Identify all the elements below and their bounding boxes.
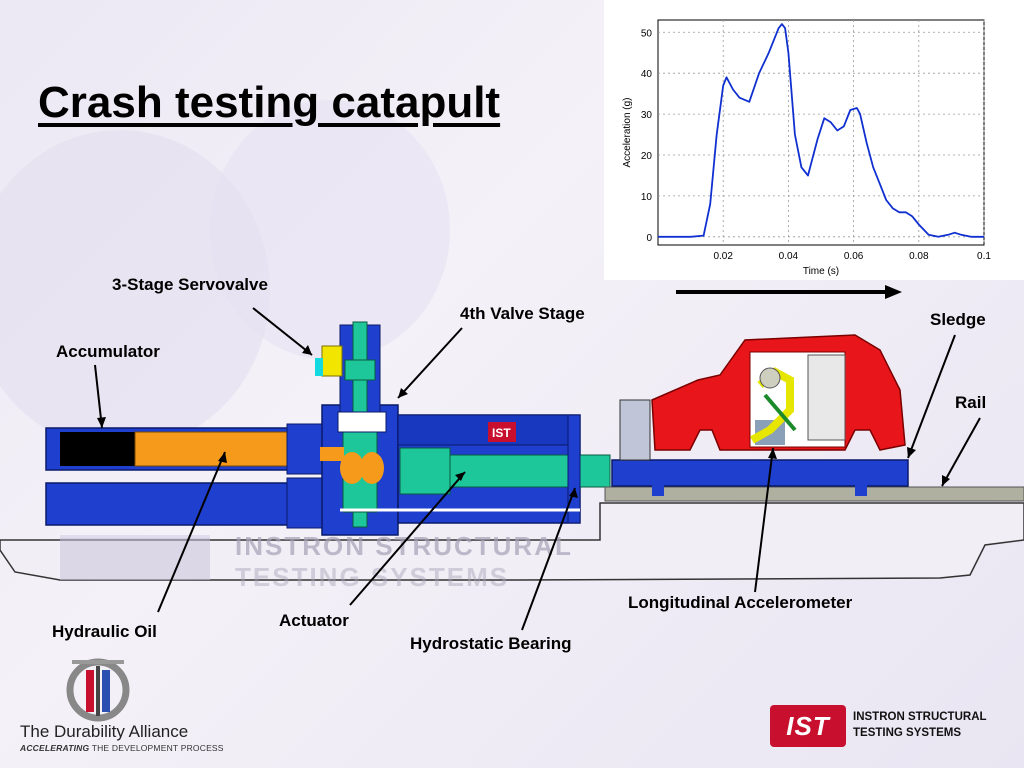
label-actuator: Actuator	[279, 611, 349, 630]
car-door-window	[807, 354, 846, 441]
tagline-rest: THE DEVELOPMENT PROCESS	[89, 743, 224, 753]
crash-barrier	[619, 399, 651, 461]
ist-badge-text: IST	[492, 426, 511, 440]
arrowhead-accelerometer	[768, 448, 777, 459]
company-name-line2: TESTING SYSTEMS	[853, 727, 961, 739]
leader-bearing	[521, 487, 576, 631]
arrowhead-sledge	[907, 447, 916, 458]
alliance-name: The Durability Alliance	[20, 722, 189, 741]
label-rail: Rail	[955, 393, 987, 412]
y-tick-label: 40	[641, 69, 653, 80]
leader-accumulator	[94, 364, 103, 429]
tagline-bold: ACCELERATING	[20, 743, 90, 753]
valve-port-left	[340, 452, 364, 484]
y-axis-label: Acceleration (g)	[622, 97, 633, 167]
sledge-wheel-right	[855, 484, 867, 496]
arrowhead-fourth-valve	[398, 388, 408, 398]
label-accumulator: Accumulator	[56, 342, 160, 361]
arrowhead-servovalve	[302, 345, 312, 355]
y-tick-label: 10	[641, 192, 653, 203]
x-tick-label: 0.04	[779, 251, 799, 262]
alliance-tagline: ACCELERATING THE DEVELOPMENT PROCESS	[20, 743, 224, 753]
y-tick-label: 50	[641, 28, 653, 39]
label-sledge: Sledge	[930, 310, 986, 329]
catapult-diagram: INSTRON STRUCTURAL TESTING SYSTEMS IST	[0, 285, 1024, 631]
y-tick-label: 30	[641, 110, 653, 121]
servovalve-connector	[315, 358, 323, 376]
valve-spool-top	[344, 359, 376, 381]
lower-cylinder-cap	[286, 477, 324, 529]
hydraulic-oil	[134, 431, 288, 467]
oil-channel	[320, 447, 344, 461]
x-axis-label: Time (s)	[803, 266, 839, 277]
company-name-line1: INSTRON STRUCTURAL	[853, 711, 987, 723]
logo-watermark	[60, 538, 210, 580]
label-servovalve: 3-Stage Servovalve	[112, 275, 268, 294]
rail	[604, 486, 1024, 502]
x-tick-label: 0.02	[713, 251, 733, 262]
hydrostatic-bearing	[567, 414, 581, 524]
leader-servovalve	[252, 307, 313, 356]
leader-actuator	[349, 471, 466, 606]
dummy-head	[759, 367, 781, 389]
label-hydrostatic-bearing: Hydrostatic Bearing	[410, 634, 572, 653]
direction-arrow-head	[885, 285, 902, 299]
leader-rail	[941, 417, 981, 487]
sledge-wheel-left	[652, 484, 664, 496]
arrowhead-bearing	[569, 488, 578, 498]
y-tick-label: 0	[646, 233, 652, 244]
page-title: Crash testing catapult	[38, 78, 501, 127]
leader-fourth-valve	[397, 327, 463, 399]
y-tick-label: 20	[641, 151, 653, 162]
servovalve-body	[321, 345, 343, 377]
leader-sledge	[907, 334, 956, 459]
durability-alliance-logo	[66, 658, 130, 722]
arrowhead-actuator	[455, 472, 465, 481]
ground-base	[0, 502, 1024, 581]
sledge-base	[611, 459, 909, 487]
x-tick-label: 0.08	[909, 251, 929, 262]
ist-logo-text: IST	[786, 711, 830, 741]
arrowhead-accumulator	[97, 417, 106, 428]
arrowhead-hydraulic-oil	[218, 452, 227, 463]
actuator-rod	[449, 454, 611, 488]
label-hydraulic-oil: Hydraulic Oil	[52, 622, 157, 641]
accumulator-gas	[60, 432, 135, 466]
ist-badge	[488, 422, 516, 442]
label-accelerometer: Longitudinal Accelerometer	[628, 593, 853, 612]
lower-cylinder	[45, 482, 321, 526]
background-text-line1: INSTRON STRUCTURAL	[235, 531, 573, 561]
x-tick-label: 0.1	[977, 251, 991, 262]
background-text-line2: TESTING SYSTEMS	[235, 562, 509, 592]
valve-port-right	[360, 452, 384, 484]
label-fourth-valve: 4th Valve Stage	[460, 304, 585, 323]
seat-belt	[763, 393, 797, 432]
x-tick-label: 0.06	[844, 251, 864, 262]
acceleration-series-line	[658, 23, 984, 238]
accumulator-cap	[286, 423, 324, 475]
leader-hydraulic-oil	[157, 451, 226, 613]
plot-area	[657, 19, 985, 246]
arrowhead-rail	[942, 475, 950, 486]
actuator-piston	[399, 447, 451, 495]
valve-window	[337, 411, 387, 433]
ist-logo: IST	[770, 705, 846, 747]
leader-accelerometer	[754, 447, 774, 593]
